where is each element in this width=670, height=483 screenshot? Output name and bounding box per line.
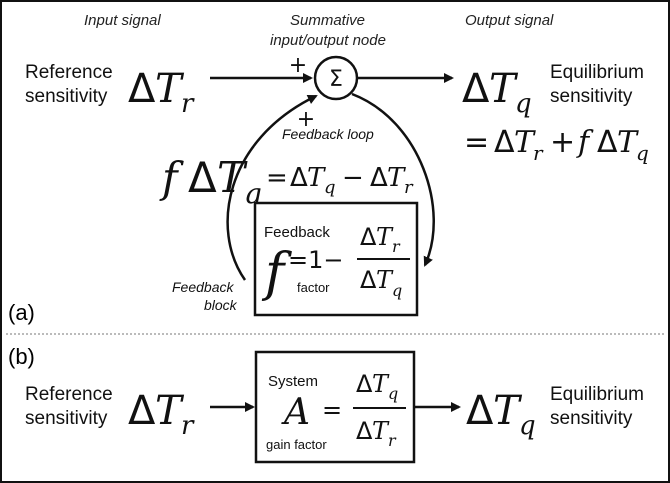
- svg-text:=: =: [266, 163, 288, 193]
- svg-text:q: q: [388, 384, 398, 403]
- svg-text:r: r: [181, 89, 195, 119]
- svg-text:T: T: [217, 153, 248, 202]
- loop-arc-left: [226, 94, 318, 281]
- svg-text:=: =: [464, 125, 489, 160]
- svg-text:T: T: [617, 125, 639, 160]
- header-summative: Summative: [290, 12, 365, 29]
- b-equilibrium-label-line1: Equilibrium: [550, 384, 644, 405]
- svg-text:T: T: [514, 125, 536, 160]
- svg-text:T: T: [376, 266, 394, 294]
- svg-text:−: −: [342, 163, 364, 193]
- gain-box-top-label: System: [268, 373, 318, 390]
- svg-text:Δ: Δ: [462, 66, 490, 112]
- svg-text:r: r: [404, 177, 414, 198]
- svg-text:Δ: Δ: [360, 223, 377, 251]
- plus-top: +: [289, 53, 307, 78]
- feedback-box-one: =1−: [288, 246, 344, 274]
- svg-text:Δ: Δ: [290, 163, 308, 193]
- panel-b-tag: (b): [8, 344, 35, 369]
- equilibrium-label-line1: Equilibrium: [550, 62, 644, 83]
- svg-text:q: q: [515, 89, 532, 119]
- svg-text:T: T: [155, 388, 185, 434]
- equilibrium-label-line2: sensitivity: [550, 86, 633, 107]
- svg-text:T: T: [372, 370, 390, 398]
- reference-label-line1: Reference: [25, 62, 113, 83]
- svg-text:Δ: Δ: [360, 266, 377, 294]
- svg-text:r: r: [533, 141, 544, 165]
- input-delta-tr: Δ T r: [128, 66, 195, 119]
- svg-text:r: r: [388, 431, 397, 450]
- svg-text:Δ: Δ: [356, 370, 373, 398]
- svg-text:T: T: [307, 163, 326, 193]
- feedback-box-top-label: Feedback: [264, 224, 330, 241]
- svg-text:f: f: [159, 153, 184, 202]
- svg-text:Δ: Δ: [356, 417, 373, 445]
- b-reference-label-line1: Reference: [25, 384, 113, 405]
- svg-text:T: T: [372, 417, 390, 445]
- svg-text:f: f: [576, 125, 594, 160]
- svg-text:q: q: [519, 411, 536, 441]
- svg-text:Δ: Δ: [494, 125, 515, 160]
- svg-text:+: +: [550, 125, 575, 160]
- svg-text:Δ: Δ: [370, 163, 388, 193]
- svg-text:T: T: [489, 66, 519, 112]
- gain-box-fraction: Δ T q Δ T r: [353, 370, 406, 450]
- output-delta-tq: Δ T q: [462, 66, 532, 119]
- svg-text:T: T: [387, 163, 406, 193]
- svg-text:Δ: Δ: [466, 388, 494, 434]
- svg-text:T: T: [155, 66, 185, 112]
- b-input-delta-tr: Δ T r: [128, 388, 195, 441]
- reference-label-line2: sensitivity: [25, 86, 108, 107]
- panel-a-tag: (a): [8, 300, 35, 325]
- svg-text:Δ: Δ: [597, 125, 618, 160]
- svg-text:T: T: [376, 223, 394, 251]
- svg-text:Δ: Δ: [128, 66, 156, 112]
- b-equilibrium-label-line2: sensitivity: [550, 408, 633, 429]
- b-output-delta-tq: Δ T q: [466, 388, 536, 441]
- svg-text:r: r: [181, 411, 195, 441]
- gain-box-bottom-label: gain factor: [266, 437, 327, 452]
- header-node: input/output node: [270, 32, 386, 49]
- feedback-equation: f Δ T q = Δ T q − Δ T r: [159, 153, 414, 210]
- svg-text:q: q: [636, 141, 649, 165]
- svg-text:q: q: [392, 281, 402, 300]
- svg-text:Δ: Δ: [188, 153, 217, 202]
- gain-box-symbol: A: [281, 392, 310, 433]
- header-output-signal: Output signal: [465, 12, 554, 29]
- svg-text:T: T: [493, 388, 523, 434]
- feedback-box-bottom-label: factor: [297, 280, 330, 295]
- loop-arc-right: [351, 92, 435, 267]
- svg-text:q: q: [324, 177, 336, 198]
- feedback-block-label-line2: block: [204, 297, 238, 313]
- feedback-block-label-line1: Feedback: [172, 279, 234, 295]
- feedback-box-fraction: Δ T r Δ T q: [357, 223, 410, 300]
- b-reference-label-line2: sensitivity: [25, 408, 108, 429]
- output-equation: = Δ T r + f Δ T q: [464, 125, 649, 165]
- sigma-symbol: Σ: [329, 67, 343, 92]
- svg-text:r: r: [392, 237, 401, 256]
- header-input-signal: Input signal: [84, 12, 161, 29]
- gain-box-eq: =: [322, 396, 342, 424]
- svg-text:Δ: Δ: [128, 388, 156, 434]
- feedback-loop-label: Feedback loop: [282, 126, 374, 142]
- plus-bottom: +: [297, 107, 315, 132]
